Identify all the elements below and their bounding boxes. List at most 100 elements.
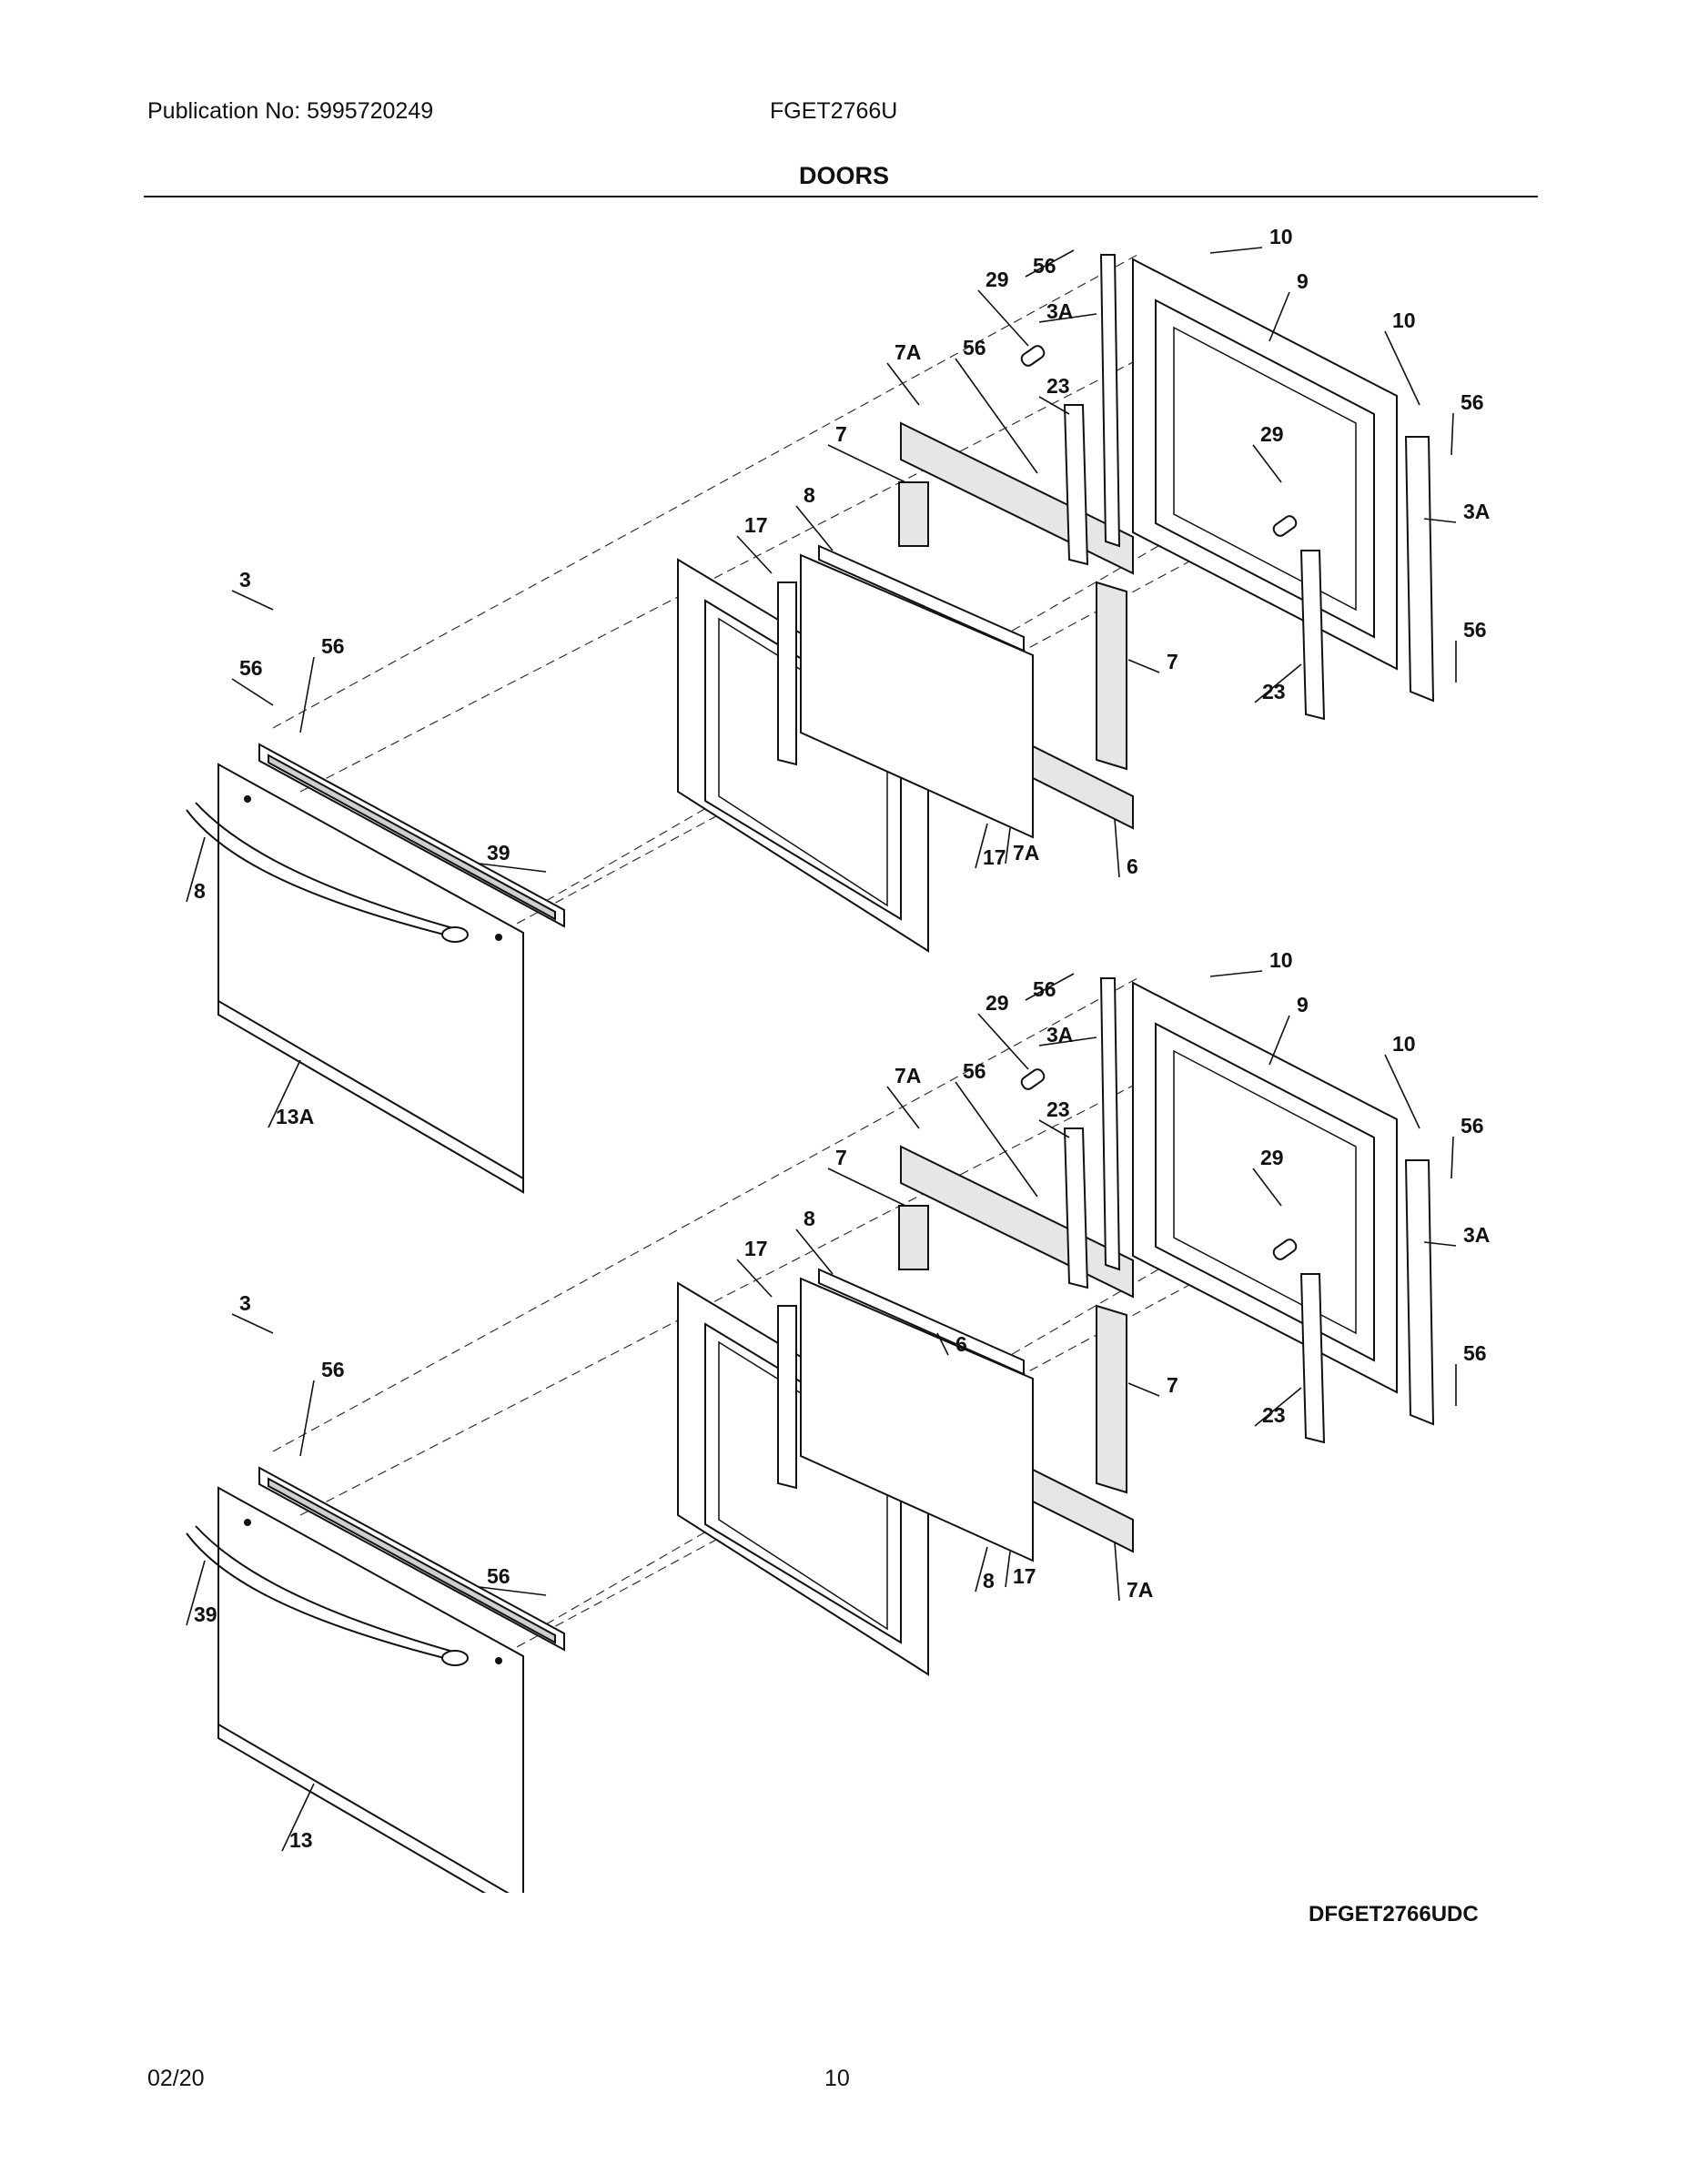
callout-leader [1423,518,1457,523]
callout-label: 3 [239,568,251,592]
callout-leader [795,1228,834,1275]
callout-leader [1005,1551,1011,1588]
callout-label: 7A [1013,841,1039,864]
callout-leader [479,1586,547,1596]
callout-label: 7 [1167,1373,1178,1397]
door-handle [186,1525,469,1666]
callout-leader [186,1560,206,1626]
callout-label: 13A [276,1105,314,1128]
callout-label: 8 [804,1207,815,1230]
callout-leader [1269,1015,1290,1066]
callout-leader [1384,330,1420,406]
callout-label: 3A [1463,1223,1490,1247]
callout-label: 23 [1046,374,1070,398]
callout-label: 56 [1033,977,1056,1001]
callout-leader [1127,659,1160,673]
callout-label: 3A [1046,299,1073,323]
callout-label: 9 [1297,269,1309,293]
callout-leader [1114,1542,1120,1602]
callout-leader [977,1013,1029,1070]
callout-label: 10 [1269,225,1293,248]
callout-label: 23 [1262,680,1286,703]
callout-label: 23 [1262,1403,1286,1427]
callout-leader [1038,396,1070,415]
callout-label: 6 [955,1332,967,1356]
callout-label: 3A [1046,1023,1073,1046]
callout-label: 8 [804,483,815,507]
insulation-bottom-7A [1032,744,1134,830]
glass-panel [800,1268,1034,1562]
hinge-right-23 [1299,1273,1326,1444]
callout-label: 56 [1033,254,1056,278]
callout-label: 39 [487,841,510,864]
insulation-side-7 [898,1205,929,1270]
callout-leader [1423,1241,1457,1247]
callout-leader [299,1380,315,1457]
callout-label: 56 [1461,1114,1484,1138]
hinge-rail-left-3A [1099,254,1121,548]
callout-label: 17 [744,1237,768,1260]
callout-label: 3A [1463,500,1490,523]
callout-leader [1025,249,1075,278]
callout-label: 9 [1297,993,1309,1016]
insulation-side-7-right [1096,581,1127,771]
hinge-rail-right-3A [1404,1159,1435,1426]
page-number: 10 [824,2066,850,2091]
hinge-left-23 [1063,404,1089,566]
callout-label: 17 [983,845,1006,869]
callout-leader [299,656,315,733]
callout-leader [977,289,1029,347]
callout-leader [1252,1168,1282,1207]
callout-label: 7 [1167,650,1178,673]
door-handle [186,802,469,943]
callout-leader [1254,663,1302,703]
callout-label: 56 [487,1564,510,1588]
callout-leader [736,535,773,574]
stop-peg-29-right [1272,1239,1298,1260]
upper-door-assembly [186,254,1435,1194]
callout-leader [1127,1382,1160,1397]
callout-label: 10 [1392,1032,1416,1056]
callout-leader [1254,1387,1302,1427]
callout-label: 8 [194,879,206,903]
stop-peg-29 [1020,1068,1046,1090]
vent-trim [258,743,565,928]
insulation-side-7-right [1096,1304,1127,1494]
callout-label: 56 [321,1358,345,1381]
outer-door-panel [217,1486,524,1893]
outer-door-panel [217,763,524,1194]
callouts-upper: 10 56 29 9 3A 10 7A 56 23 56 29 7 8 3A 17 56 3 56 7 23 56 39 8… [186,225,1490,1128]
callout-leader [1038,1119,1070,1138]
callout-leader [479,863,547,873]
callout-label: 7 [835,422,847,446]
callout-label: 56 [1463,618,1487,642]
hinge-rail-left-3A [1099,977,1121,1271]
footer-date: 02/20 [147,2066,205,2091]
insulation-bottom-7A [1032,1468,1134,1553]
callout-leader [936,1332,949,1356]
callout-leader [231,1313,274,1334]
callout-label: 3 [239,1291,251,1315]
callout-leader [1005,827,1011,864]
callout-leader [1038,313,1097,323]
callout-leader [1269,291,1290,342]
callout-leader [231,590,274,611]
callout-label: 10 [1392,308,1416,332]
callout-leader [268,1059,301,1128]
callout-leader [827,1168,906,1207]
callout-leader [955,358,1038,474]
callout-label: 56 [239,656,263,680]
callout-label: 56 [1463,1341,1487,1365]
callout-leader [827,444,906,483]
callout-label: 29 [986,991,1009,1015]
callout-label: 23 [1046,1097,1070,1121]
callout-label: 39 [194,1603,217,1626]
callout-label: 6 [1127,854,1138,878]
callout-leader [886,1086,920,1129]
callout-label: 8 [983,1569,995,1592]
callout-label: 56 [963,336,986,359]
callout-label: 17 [744,513,768,537]
diagram-code: DFGET2766UDC [1309,1902,1479,1926]
callout-label: 56 [321,634,345,658]
callout-label: 29 [986,268,1009,291]
